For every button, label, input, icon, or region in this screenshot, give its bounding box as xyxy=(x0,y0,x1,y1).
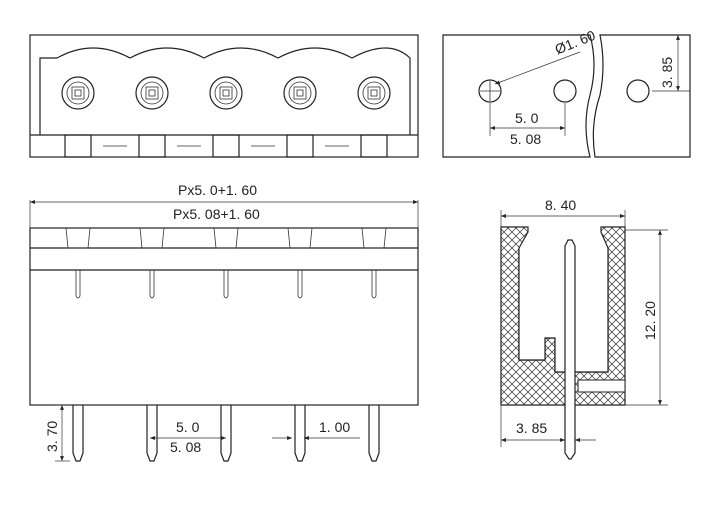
screw-head xyxy=(61,76,95,110)
front-pitch-a: 5. 0 xyxy=(176,419,200,435)
front-body xyxy=(29,227,419,406)
detail-right-panel xyxy=(592,34,691,158)
side-pin xyxy=(564,239,576,460)
hole-3 xyxy=(626,79,650,103)
length-a-label: Px5. 0+1. 60 xyxy=(178,182,257,198)
top-view-wavy-profile xyxy=(39,47,411,135)
inner-pin xyxy=(223,270,229,299)
inner-pin xyxy=(75,270,81,299)
bottom-tab xyxy=(212,134,240,158)
groove-row xyxy=(65,227,387,249)
retention-slot xyxy=(577,379,626,393)
pin-row xyxy=(72,405,380,462)
width-label: 8. 40 xyxy=(545,197,576,213)
detail-left-panel xyxy=(442,34,595,158)
pin-offset-label: 3. 85 xyxy=(516,420,547,436)
tab-row xyxy=(64,134,388,158)
diameter-leader xyxy=(494,51,581,85)
pin-width-label: 1. 00 xyxy=(319,419,350,435)
detail-pitch-a: 5. 0 xyxy=(515,110,539,126)
detail-offset-label: 3. 85 xyxy=(659,57,675,88)
height-label: 12. 20 xyxy=(642,301,658,340)
pin xyxy=(72,405,84,462)
hole-1 xyxy=(478,79,502,103)
screw-row xyxy=(61,76,391,110)
hole-diameter-label: Ø1. 60 xyxy=(553,27,598,58)
front-view: Px5. 0+1. 60 Px5. 08+1. 60 3. 70 5. 0 5.… xyxy=(29,182,419,462)
bottom-tab xyxy=(138,134,166,158)
inner-pin xyxy=(297,270,303,299)
bottom-tab xyxy=(64,134,92,158)
groove xyxy=(139,227,165,249)
groove xyxy=(213,227,239,249)
inner-pin xyxy=(149,270,155,299)
hole-2 xyxy=(553,79,577,103)
length-b-label: Px5. 08+1. 60 xyxy=(173,206,260,222)
front-pitch-b: 5. 08 xyxy=(170,439,201,455)
groove xyxy=(361,227,387,249)
inner-pin-row xyxy=(75,270,377,299)
inner-pin xyxy=(371,270,377,299)
screw-head xyxy=(209,76,243,110)
pin-length-label: 3. 70 xyxy=(44,421,60,452)
screw-head xyxy=(135,76,169,110)
groove xyxy=(65,227,91,249)
pin xyxy=(294,405,306,462)
groove xyxy=(287,227,313,249)
detail-pitch-b: 5. 08 xyxy=(510,131,541,147)
pin xyxy=(368,405,380,462)
pin xyxy=(146,405,158,462)
screw-head xyxy=(283,76,317,110)
bottom-tab xyxy=(360,134,388,158)
bottom-tab xyxy=(286,134,314,158)
top-view xyxy=(29,34,419,158)
side-view: 8. 40 12. 20 3. 85 xyxy=(500,197,668,460)
pin xyxy=(220,405,232,462)
housing-cavity xyxy=(518,248,609,373)
detail-view: Ø1. 60 5. 0 5. 08 3. 85 xyxy=(442,27,691,158)
screw-head xyxy=(357,76,391,110)
